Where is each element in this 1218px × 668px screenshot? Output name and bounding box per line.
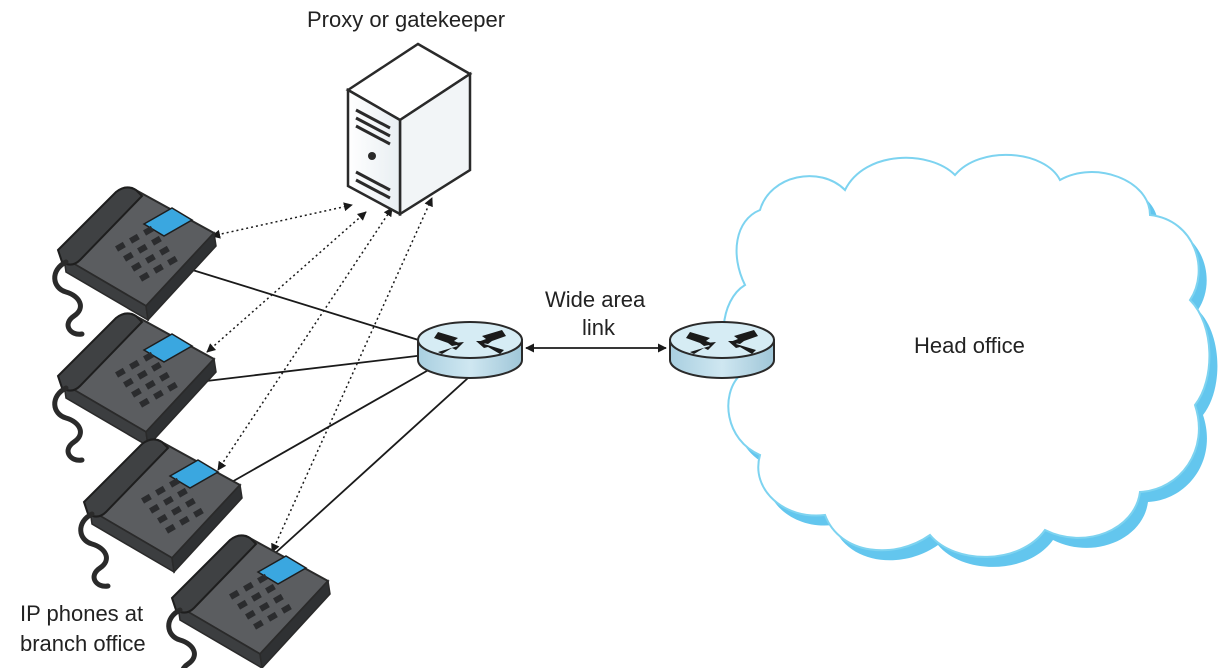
signalling-links: [206, 197, 433, 553]
phones-label-line1: IP phones at: [20, 601, 144, 626]
ip-phone-icon: [55, 187, 216, 334]
router-icon: [417, 321, 523, 379]
head-office-label: Head office: [914, 333, 1025, 358]
proxy-label: Proxy or gatekeeper: [307, 7, 506, 32]
cloud-icon: [722, 154, 1218, 567]
ip-phone-icon: [169, 535, 330, 668]
wan-label-line2: link: [582, 315, 616, 340]
phones-label-line2: branch office: [20, 631, 146, 656]
router-icon: [669, 321, 775, 379]
wan-label-line1: Wide area: [545, 287, 646, 312]
server-icon: [345, 42, 473, 217]
